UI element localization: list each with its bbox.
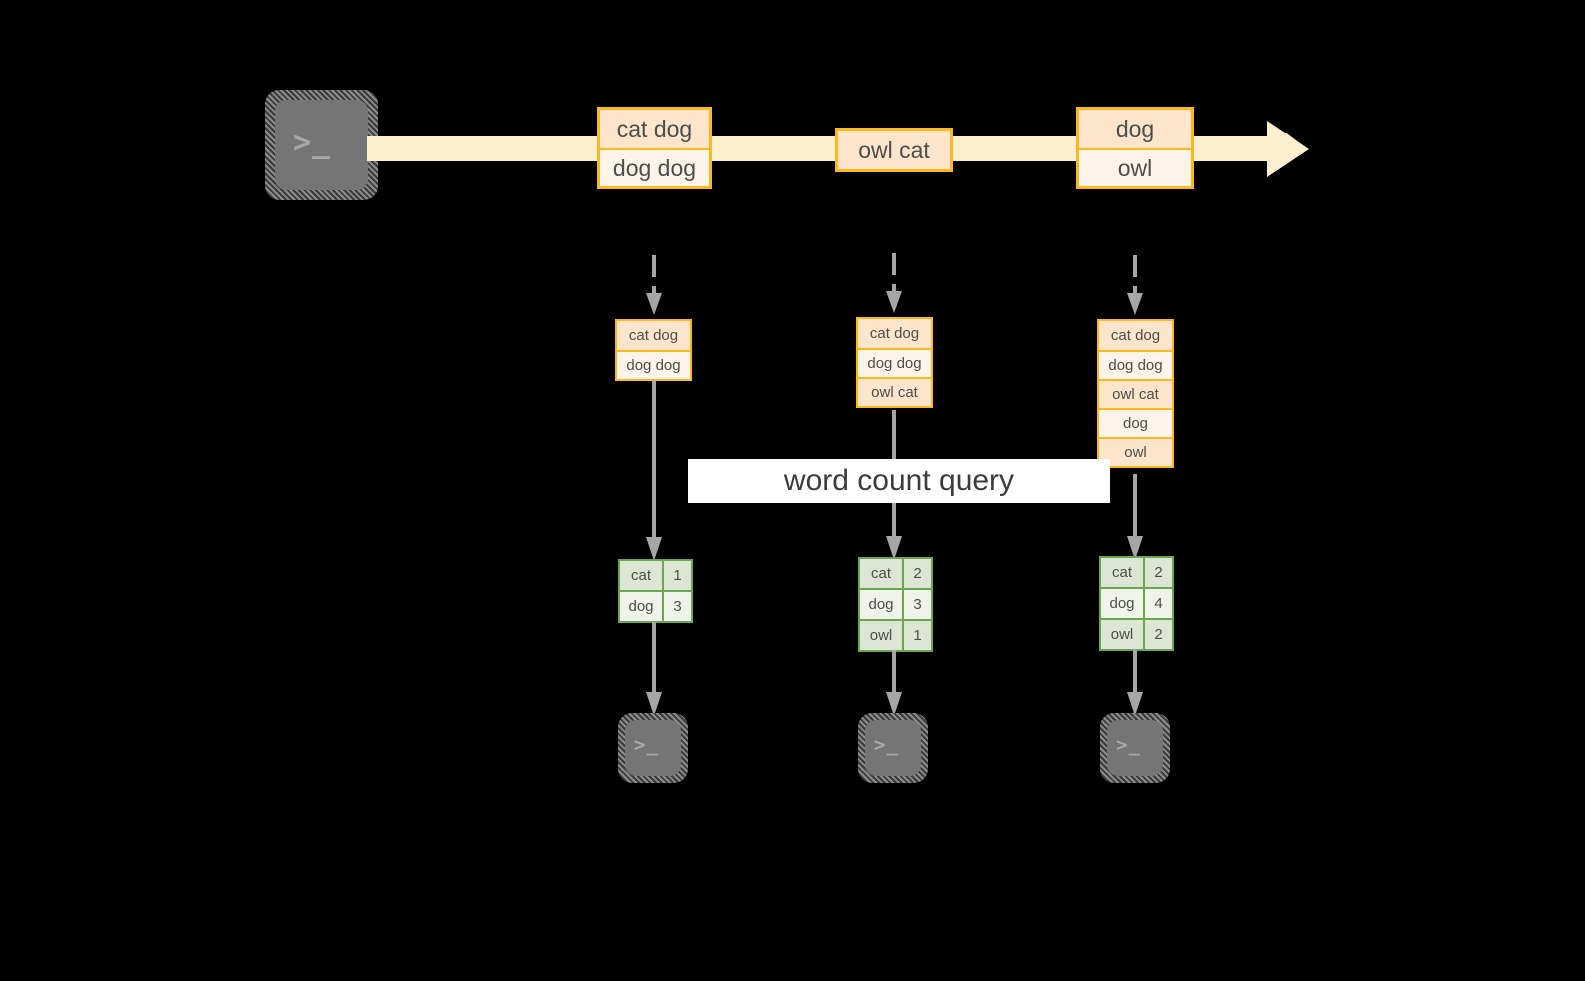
stream-message-group-1: cat dog dog dog [597,107,712,189]
query-label: word count query [688,459,1110,503]
result-count: 2 [1145,558,1172,587]
message-row: owl [1079,148,1191,186]
message-row: dog [1079,110,1191,148]
terminal-body [1107,720,1163,776]
sink-terminal-icon-3: >_ [1100,713,1170,783]
result-row: cat 2 [1101,558,1172,587]
input-row: owl [1099,437,1172,466]
input-row: dog dog [617,350,690,379]
input-table-2: cat dog dog dog owl cat [856,317,933,408]
connector-result-to-sink-3 [1126,649,1144,718]
stream-arrowhead-icon [1267,113,1309,185]
result-table-1: cat 1 dog 3 [618,559,693,623]
sink-terminal-icon-2: >_ [858,713,928,783]
sink-terminal-icon-1: >_ [618,713,688,783]
connector-stream-to-input-2 [885,253,903,315]
result-count: 3 [664,592,691,621]
connector-input-to-result-1 [645,381,663,563]
connector-input-to-result-3 [1126,474,1144,562]
message-row: owl cat [838,131,950,169]
input-row: owl cat [858,377,931,406]
terminal-body [865,720,921,776]
result-row: owl 1 [860,619,931,650]
result-word: owl [1101,620,1145,649]
result-row: cat 1 [620,561,691,590]
result-word: dog [1101,589,1145,618]
input-row: dog [1099,408,1172,437]
input-row: owl cat [1099,379,1172,408]
terminal-prompt-glyph: >_ [293,125,332,160]
terminal-prompt-glyph: >_ [634,734,659,756]
result-row: dog 3 [620,590,691,621]
input-table-1: cat dog dog dog [615,319,692,381]
input-row: cat dog [1099,321,1172,350]
result-word: dog [620,592,664,621]
result-row: dog 4 [1101,587,1172,618]
connector-stream-to-input-1 [645,255,663,317]
query-label-text: word count query [783,464,1015,497]
stream-message-group-3: dog owl [1076,107,1194,189]
result-table-2: cat 2 dog 3 owl 1 [858,557,933,652]
terminal-body [625,720,681,776]
connector-result-to-sink-2 [885,650,903,718]
result-count: 3 [904,590,931,619]
input-row: cat dog [858,319,931,348]
result-count: 2 [904,559,931,588]
result-count: 4 [1145,589,1172,618]
result-row: cat 2 [860,559,931,588]
terminal-prompt-glyph: >_ [874,734,899,756]
connector-stream-to-input-3 [1126,255,1144,317]
result-word: dog [860,590,904,619]
result-word: cat [1101,558,1145,587]
result-count: 1 [664,561,691,590]
result-word: cat [860,559,904,588]
message-row: cat dog [600,110,709,148]
result-row: dog 3 [860,588,931,619]
result-word: owl [860,621,904,650]
terminal-prompt-glyph: >_ [1116,734,1141,756]
result-count: 2 [1145,620,1172,649]
input-row: cat dog [617,321,690,350]
terminal-body [275,100,368,190]
connector-result-to-sink-1 [645,622,663,718]
stream-message-group-2: owl cat [835,128,953,172]
result-word: cat [620,561,664,590]
input-row: dog dog [1099,350,1172,379]
message-row: dog dog [600,148,709,186]
input-table-3: cat dog dog dog owl cat dog owl [1097,319,1174,468]
input-row: dog dog [858,348,931,377]
result-row: owl 2 [1101,618,1172,649]
source-terminal-icon: >_ [265,90,378,200]
result-count: 1 [904,621,931,650]
result-table-3: cat 2 dog 4 owl 2 [1099,556,1174,651]
